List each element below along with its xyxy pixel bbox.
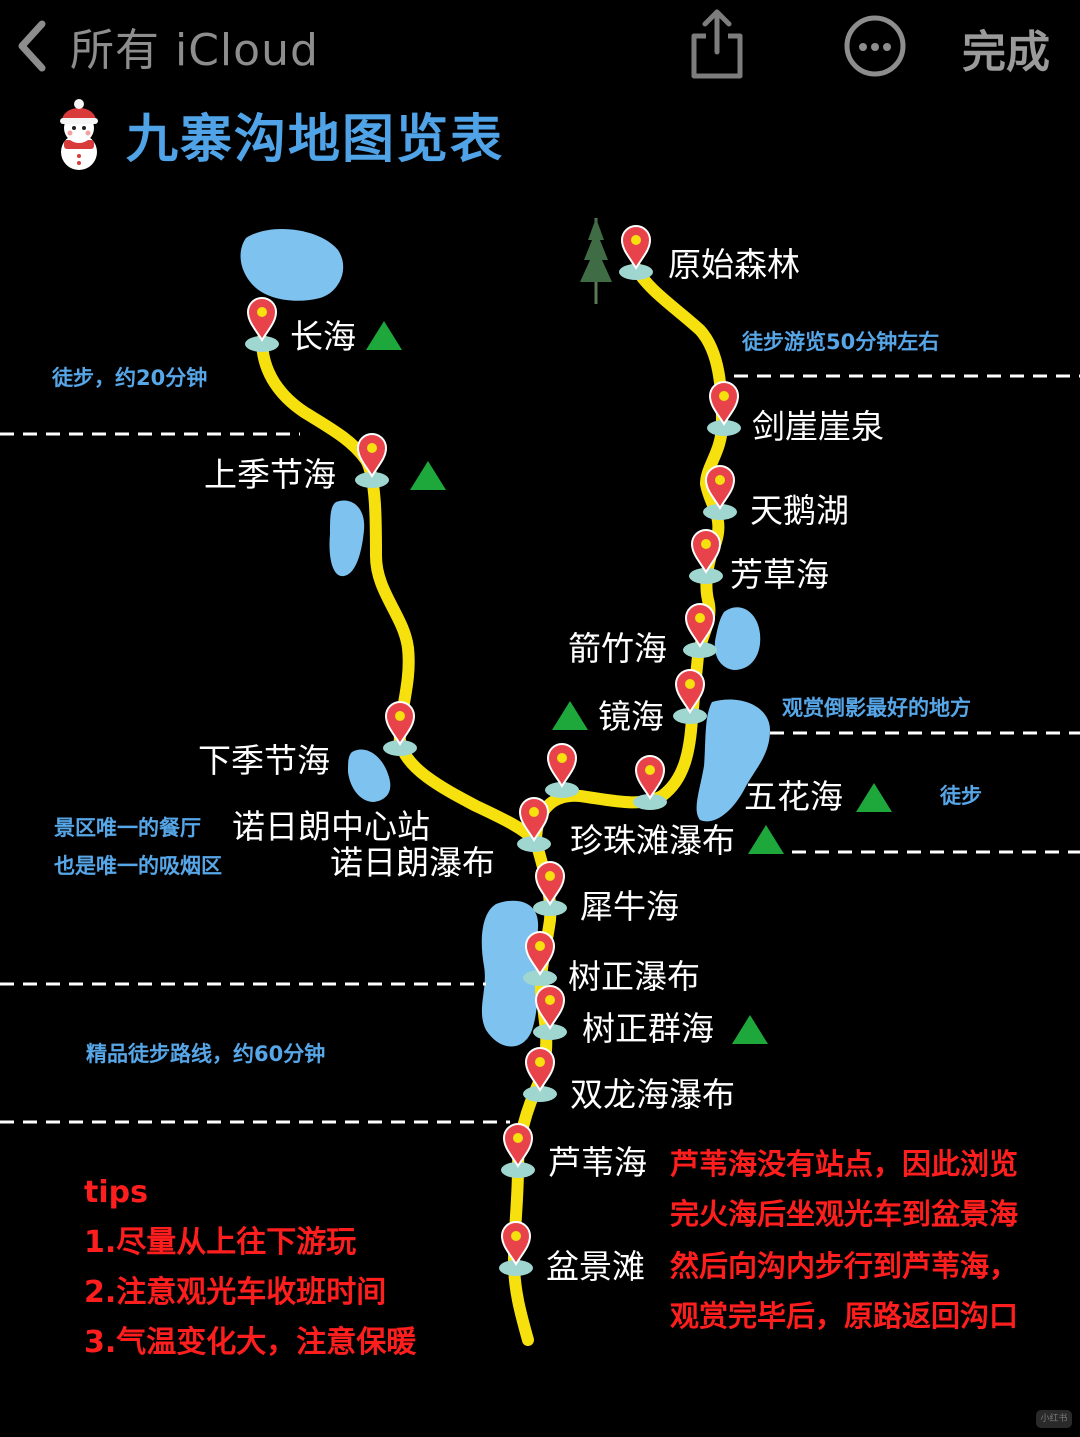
location-pin-icon — [383, 701, 417, 756]
location-pin-icon — [245, 297, 279, 352]
back-label: 所有 iCloud — [70, 25, 319, 76]
tip-item: 3.气温变化大，注意保暖 — [84, 1325, 417, 1360]
share-icon[interactable] — [686, 6, 748, 80]
spot-label: 原始森林 — [668, 245, 800, 284]
tip-item: 2.注意观光车收班时间 — [84, 1275, 387, 1310]
lake-xiaji — [348, 749, 391, 802]
mountain-triangle-icon — [366, 321, 402, 350]
note-label: 景区唯一的餐厅 — [54, 816, 201, 840]
lake-wuhua — [696, 699, 770, 822]
spot-label: 诺日朗中心站 — [232, 807, 430, 846]
page-title: 九寨沟地图览表 — [126, 109, 505, 170]
note-label: 徒步游览50分钟左右 — [742, 330, 940, 354]
location-pin-icon — [499, 1221, 533, 1276]
spot-label: 天鹅湖 — [750, 491, 849, 530]
luwei-note-line: 观赏完毕后，原路返回沟口 — [670, 1299, 1019, 1333]
tip-item: 1.尽量从上往下游玩 — [84, 1225, 357, 1260]
tree-icon — [580, 218, 612, 304]
location-pin-icon — [545, 743, 579, 798]
spot-label: 犀牛海 — [580, 887, 679, 926]
spot-label: 箭竹海 — [568, 629, 667, 668]
mountain-triangle-icon — [552, 701, 588, 730]
location-pin-icon — [355, 433, 389, 488]
location-pin-icon — [533, 861, 567, 916]
spot-label: 树正瀑布 — [568, 957, 700, 996]
note-label: 观赏倒影最好的地方 — [782, 696, 971, 720]
location-pin-icon — [523, 1047, 557, 1102]
chevron-left-icon — [18, 20, 46, 72]
location-pin-icon — [533, 985, 567, 1040]
luwei-note-line: 然后向沟内步行到芦苇海， — [670, 1249, 1019, 1283]
spot-label: 镜海 — [598, 697, 664, 736]
location-pin-icon — [683, 603, 717, 658]
location-pin-icon — [517, 797, 551, 852]
location-pin-icon — [707, 381, 741, 436]
mountain-triangle-icon — [410, 461, 446, 490]
spot-label: 五花海 — [744, 777, 843, 816]
lake-changhai — [240, 228, 344, 301]
spot-label: 诺日朗瀑布 — [330, 843, 495, 882]
location-pin-icon — [689, 529, 723, 584]
lake-xiniu — [481, 900, 539, 1047]
title-row: 九寨沟地图览表 — [44, 94, 504, 174]
more-icon[interactable] — [843, 14, 907, 78]
location-pin-icon — [673, 669, 707, 724]
spot-label: 芦苇海 — [548, 1143, 647, 1182]
spot-label: 芳草海 — [730, 555, 829, 594]
note-label: 徒步 — [940, 784, 982, 808]
mountain-triangle-icon — [748, 825, 784, 854]
spot-label: 树正群海 — [582, 1009, 714, 1048]
luwei-note-line: 芦苇海没有站点，因此浏览 — [670, 1147, 1019, 1181]
location-pin-icon — [523, 931, 557, 986]
done-button[interactable]: 完成 — [962, 27, 1050, 78]
location-pin-icon — [501, 1123, 535, 1178]
location-pin-icon — [633, 755, 667, 810]
top-nav-bar: 所有 iCloud 完成 — [0, 0, 1080, 92]
lake-jianzhu — [714, 607, 761, 670]
spot-label: 长海 — [290, 317, 356, 356]
watermark: 小红书 — [1036, 1410, 1072, 1428]
spot-label: 盆景滩 — [546, 1247, 645, 1286]
lake-shangji — [329, 500, 365, 577]
spot-label: 珍珠滩瀑布 — [570, 821, 735, 860]
back-button[interactable]: 所有 iCloud — [10, 14, 330, 78]
note-label: 也是唯一的吸烟区 — [54, 854, 222, 878]
luwei-note-line: 完火海后坐观光车到盆景海 — [670, 1197, 1019, 1231]
location-pin-icon — [703, 465, 737, 520]
route-left — [256, 334, 542, 848]
route-right — [530, 262, 728, 848]
spot-label: 下季节海 — [198, 741, 330, 780]
snowman-icon — [60, 99, 98, 170]
tips-heading: tips — [84, 1175, 148, 1210]
mountain-triangle-icon — [732, 1015, 768, 1044]
mountain-triangle-icon — [856, 783, 892, 812]
spot-label: 双龙海瀑布 — [570, 1075, 735, 1114]
note-label: 精品徒步路线，约60分钟 — [86, 1042, 326, 1066]
note-label: 徒步，约20分钟 — [52, 366, 208, 390]
spot-label: 上季节海 — [204, 455, 336, 494]
location-pin-icon — [619, 225, 653, 280]
spot-label: 剑崖崖泉 — [752, 407, 884, 446]
